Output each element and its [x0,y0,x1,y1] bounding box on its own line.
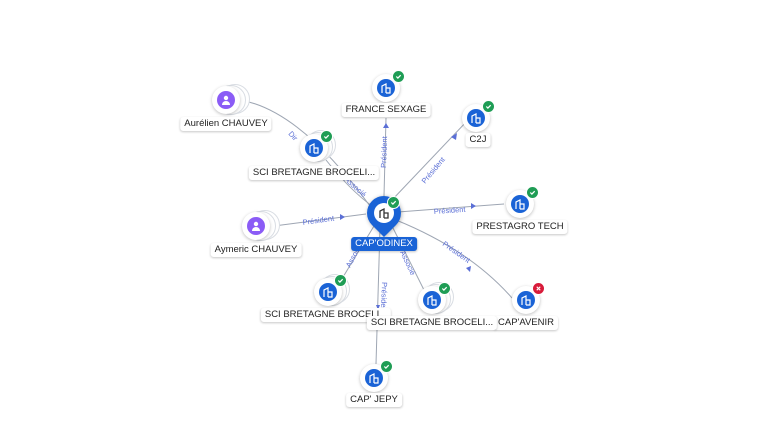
check-icon [392,70,405,83]
edge-prestagro [397,203,505,213]
edge-label-cap-jepy: Président [379,282,389,315]
arrow-c2j [451,133,457,140]
node-prestagro-tech[interactable] [502,186,539,222]
edge-label-c2j: Président [420,155,448,186]
building-icon [374,203,394,223]
building-icon [305,139,323,157]
center-node-pin[interactable] [359,188,409,238]
node-label-aurelien[interactable]: Aurélien CHAUVEY [180,117,272,131]
node-sci-bretagne-1[interactable] [296,130,336,166]
arrow-france-sexage [383,123,389,128]
building-icon [423,291,441,309]
node-label-aymeric[interactable]: Aymeric CHAUVEY [210,243,302,257]
node-sci-bretagne-3[interactable] [414,282,454,318]
center-node-label[interactable]: CAP'ODINEX [351,237,417,251]
node-c2j[interactable] [458,100,495,136]
node-capavenir[interactable] [508,282,545,318]
node-sci-bretagne-2[interactable] [310,274,350,310]
arrow-prestagro [471,203,476,209]
node-label-france-sexage[interactable]: FRANCE SEXAGE [341,103,431,117]
person-icon [217,91,235,109]
edge-label-france-sexage: Président [379,135,389,168]
node-cap-jepy[interactable] [356,360,393,396]
node-label-cap-jepy[interactable]: CAP' JEPY [346,393,402,407]
edge-label-prestagro: Président [434,205,467,216]
edge-aymeric [273,213,367,227]
node-label-capavenir[interactable]: CAP'AVENIR [493,316,559,330]
edge-sci2 [339,225,375,283]
node-aymeric[interactable] [238,208,280,244]
check-icon [482,100,495,113]
close-icon [532,282,545,295]
check-icon [438,282,451,295]
node-label-sci-bretagne-3[interactable]: SCI BRETAGNE BROCELI... [366,316,498,330]
edge-aurelien [239,99,371,207]
person-icon [247,217,265,235]
edge-label-aymeric: Président [302,214,336,227]
node-aurelien[interactable] [208,82,250,118]
node-label-sci-bretagne-1[interactable]: SCI BRETAGNE BROCELI... [248,166,380,180]
edge-sci3 [391,225,425,291]
edge-label-sci3: Associé [398,249,417,277]
edge-c2j [391,119,469,201]
arrow-cap-jepy [376,305,380,310]
node-france-sexage[interactable] [368,70,405,106]
edge-label-capavenir: Président [441,239,473,265]
building-icon [517,291,535,309]
node-label-prestagro-tech[interactable]: PRESTAGRO TECH [472,220,568,234]
arrow-aymeric [340,214,345,220]
node-label-sci-bretagne-2[interactable]: SCI BRETAGNE BROCELI... [260,308,392,322]
edge-capavenir [395,219,513,299]
check-icon [320,130,333,143]
edges [239,99,513,365]
arrow-capavenir [466,266,471,272]
node-label-c2j[interactable]: C2J [465,133,491,147]
building-icon [511,195,529,213]
edge-sci1 [325,159,373,207]
building-icon [377,79,395,97]
edge-france-sexage [383,117,387,197]
check-icon [334,274,347,287]
check-icon [526,186,539,199]
building-icon [467,109,485,127]
check-icon [387,196,400,209]
building-icon [365,369,383,387]
check-icon [380,360,393,373]
building-icon [319,283,337,301]
